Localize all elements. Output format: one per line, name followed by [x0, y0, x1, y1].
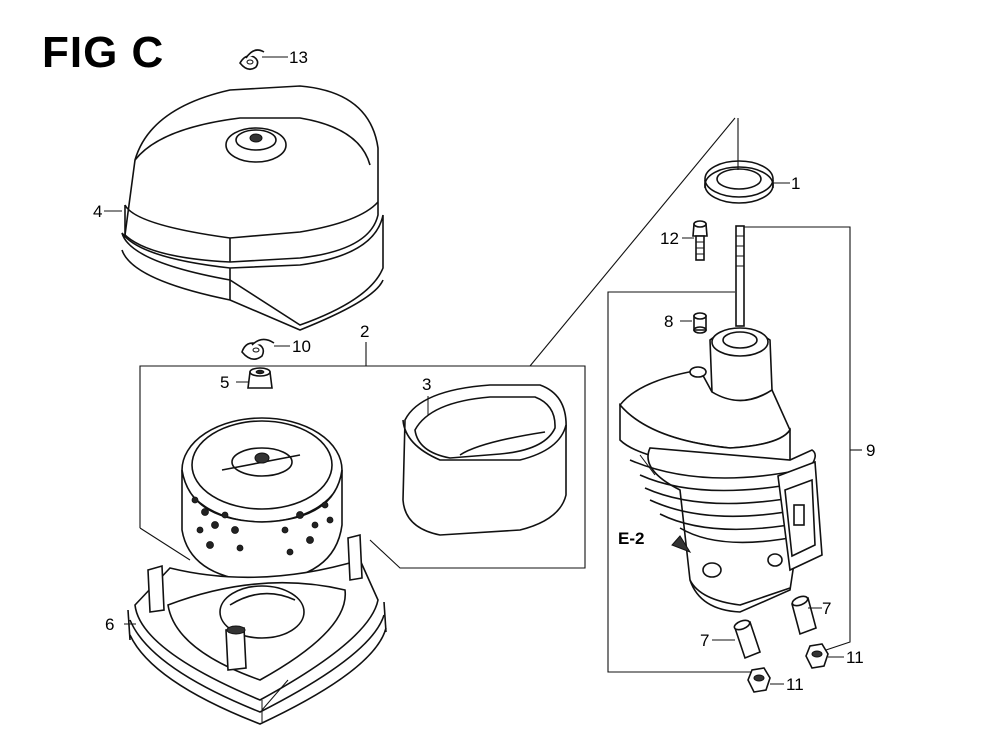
air-cleaner-cover-4 — [104, 85, 384, 331]
collar-8 — [680, 312, 707, 334]
callout-6: 6 — [105, 615, 114, 634]
reference-e2: E-2 — [618, 529, 644, 548]
dowel-pin-7-a — [712, 619, 761, 660]
callout-11-b: 11 — [846, 648, 864, 667]
callout-12: 12 — [660, 229, 679, 248]
paper-filter-element-3 — [402, 384, 567, 536]
wing-nut-10 — [241, 338, 290, 360]
callout-8: 8 — [664, 312, 673, 331]
group-bracket-9 — [607, 118, 862, 673]
callout-13: 13 — [289, 48, 308, 67]
air-cleaner-base-6 — [124, 533, 387, 725]
callout-2: 2 — [360, 322, 369, 341]
callout-3: 3 — [422, 375, 431, 394]
callout-9: 9 — [866, 441, 875, 460]
flange-nut-11-a — [747, 667, 784, 693]
callout-7-a: 7 — [700, 631, 709, 650]
flange-nut-11-b — [805, 643, 844, 669]
seal-ring-1 — [704, 160, 790, 204]
bolt-12 — [682, 220, 708, 261]
callout-10: 10 — [292, 337, 311, 356]
group-bracket-2 — [139, 117, 736, 569]
outer-filter-element — [181, 417, 343, 583]
wing-nut-13 — [239, 49, 288, 71]
callout-4: 4 — [93, 202, 102, 221]
callout-7-b: 7 — [822, 599, 831, 618]
air-cleaner-elbow-9 — [618, 225, 823, 613]
figure-title: FIG C — [42, 28, 165, 77]
callout-11-a: 11 — [786, 675, 804, 694]
dowel-pin-7-b — [791, 595, 822, 636]
nut-5 — [236, 367, 273, 389]
callout-5: 5 — [220, 373, 229, 392]
callout-1: 1 — [791, 174, 800, 193]
